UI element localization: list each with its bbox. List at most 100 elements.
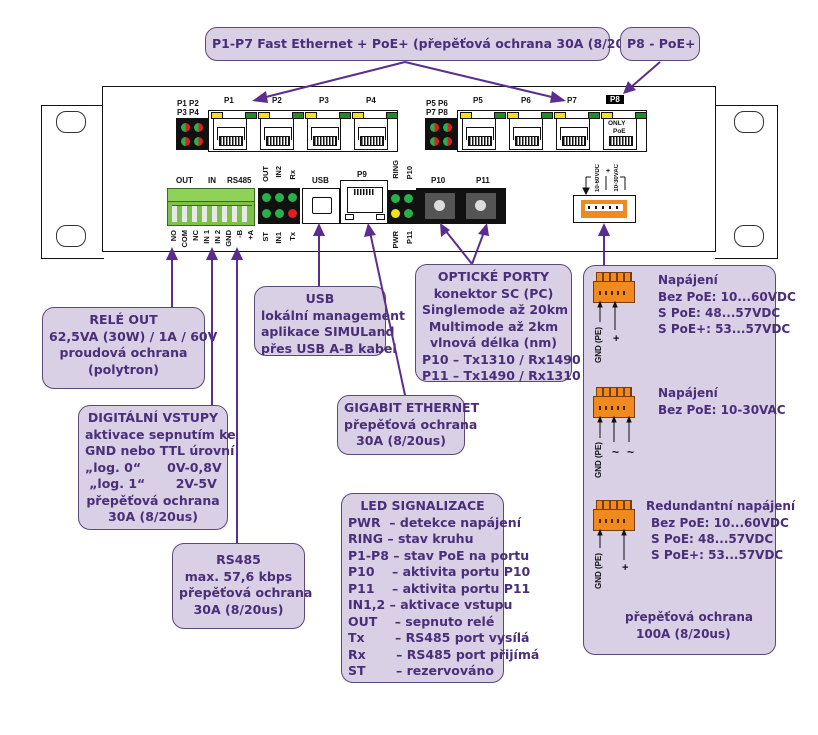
callout-line: 30A (8/20us) <box>356 433 446 448</box>
power-terminal-1 <box>593 272 635 303</box>
led-group-right-row2: P7 P8 <box>426 108 448 117</box>
port-led-green <box>339 112 351 119</box>
poe-led <box>430 137 439 146</box>
power1-title: Napájení <box>658 273 718 287</box>
led-p11 <box>404 209 413 218</box>
led-st <box>262 209 271 218</box>
p9-label: P9 <box>357 170 367 179</box>
port-label-p5: P5 <box>473 96 483 105</box>
power1-pin-plus: + <box>613 333 620 345</box>
sc-port-p10[interactable] <box>425 193 455 219</box>
callout-line: Singlemode až 20km <box>422 302 569 317</box>
mount-hole <box>56 111 86 133</box>
callout-line: „log. 0“ 0V-0,8V <box>85 459 222 475</box>
rj45-port-p1[interactable] <box>213 118 247 150</box>
rj45-port-p8[interactable] <box>603 118 637 150</box>
p8-only-label: ONLY <box>608 120 626 127</box>
rj45-port-p3[interactable] <box>307 118 341 150</box>
rj45-port-p2[interactable] <box>260 118 294 150</box>
pin-arrows <box>582 176 632 560</box>
callout-optical: OPTICKÉ PORTY konektor SC (PC) Singlemod… <box>415 264 581 383</box>
led-in2 <box>275 193 284 202</box>
mount-hole <box>734 111 764 133</box>
usb-b-port[interactable] <box>302 188 340 224</box>
led-tx <box>288 209 297 218</box>
callout-line: RS485 <box>216 552 261 567</box>
rj45-port-p7[interactable] <box>556 118 590 150</box>
callout-line: přes USB A-B kabel <box>261 340 397 356</box>
power3-pin-plus: + <box>622 562 629 574</box>
led-in1 <box>275 209 284 218</box>
led-group-left-row1: P1 P2 <box>177 99 199 108</box>
led-pwr <box>391 209 400 218</box>
power3-title: Redundantní napájení <box>646 499 796 513</box>
arrow-rs485 <box>231 247 243 543</box>
rj45-port-p4[interactable] <box>354 118 388 150</box>
callout-line: Multimode až 2km <box>428 318 559 334</box>
led-signalization-item: RING – stav kruhu <box>348 531 474 546</box>
callout-line: (polytron) <box>87 361 160 377</box>
callout-line: „log. 1“ 2V-5V <box>89 476 217 491</box>
port-led-green <box>588 112 600 119</box>
callout-line: 30A (8/20us) <box>193 601 284 617</box>
rj45-port-p9[interactable] <box>340 180 388 224</box>
callout-line: přepěťová ochrana <box>344 416 478 432</box>
fiber-label-p11: P11 <box>476 176 490 185</box>
callout-digital-inputs: DIGITÁLNÍ VSTUPY aktivace sepnutím ke GN… <box>78 405 236 530</box>
power1-line: Bez PoE: 10...60VDC <box>658 290 796 304</box>
power2-line: Bez PoE: 10-30VAC <box>658 403 786 417</box>
led-rx <box>288 193 297 202</box>
p8-poe-label: PoE <box>613 128 626 135</box>
port-led-green <box>494 112 506 119</box>
port-led-green <box>292 112 304 119</box>
rj45-port-p6[interactable] <box>509 118 543 150</box>
port-label-p7: P7 <box>567 96 577 105</box>
callout-usb: USB lokální management aplikace SIMULand… <box>254 286 406 356</box>
power3-line: S PoE: 48...57VDC <box>651 532 774 546</box>
callout-line: P11 – Tx1490 / Rx1310 <box>422 368 581 383</box>
callout-line: RELÉ OUT <box>89 312 158 327</box>
led-out <box>262 193 271 202</box>
callout-line: USB <box>305 291 335 306</box>
callout-fast-ethernet-text: P1-P7 Fast Ethernet + PoE+ (přepěťová oc… <box>212 36 647 51</box>
callout-line: vlnová délka (nm) <box>429 335 557 350</box>
power2-title: Napájení <box>658 386 718 400</box>
arrow-gigabit <box>364 223 406 396</box>
poe-led <box>181 123 190 132</box>
arrow-power <box>598 223 610 265</box>
arrow-fast-ethernet <box>252 61 566 103</box>
power-footer-line2: 100A (8/20us) <box>636 627 731 641</box>
callout-line: GIGABIT ETHERNET <box>344 400 480 415</box>
sc-port-p11[interactable] <box>466 193 496 219</box>
callout-line: P10 – Tx1310 / Rx1490 <box>422 351 581 367</box>
port-led-green <box>386 112 398 119</box>
power-terminal-2 <box>593 387 635 418</box>
callout-line: lokální management <box>261 307 406 323</box>
poe-led <box>430 123 439 132</box>
terminal-header-out: OUT <box>176 176 193 185</box>
callout-line: přepěťová ochrana <box>86 492 220 508</box>
power-footer-line1: přepěťová ochrana <box>625 610 754 624</box>
led-signalization-item: OUT – sepnuto relé <box>348 613 495 629</box>
callout-line: 62,5VA (30W) / 1A / 60V <box>49 328 218 344</box>
led-ring <box>391 194 400 203</box>
fiber-label-p10: P10 <box>431 176 446 185</box>
callout-line: 30A (8/20us) <box>108 509 198 524</box>
callout-p8-text: P8 - PoE+ <box>627 36 696 51</box>
callout-line: aplikace SIMULand <box>261 324 395 339</box>
poe-led <box>194 123 203 132</box>
poe-led <box>443 123 452 132</box>
callout-gigabit: GIGABIT ETHERNET přepěťová ochrana 30A (… <box>337 395 480 455</box>
power3-line: Bez PoE: 10...60VDC <box>651 516 789 530</box>
port-label-p1: P1 <box>224 96 234 105</box>
power3-line: S PoE+: 53...57VDC <box>651 548 784 562</box>
rj45-port-p5[interactable] <box>462 118 496 150</box>
terminal-block[interactable] <box>167 188 255 226</box>
callout-rele-out: RELÉ OUT 62,5VA (30W) / 1A / 60V proudov… <box>42 307 218 389</box>
power-connector[interactable] <box>573 195 636 223</box>
led-signalization-title: LED SIGNALIZACE <box>360 498 485 513</box>
power-terminal-3 <box>593 500 635 531</box>
terminal-header-rs485: RS485 <box>227 176 252 185</box>
arrow-usb <box>313 223 325 286</box>
